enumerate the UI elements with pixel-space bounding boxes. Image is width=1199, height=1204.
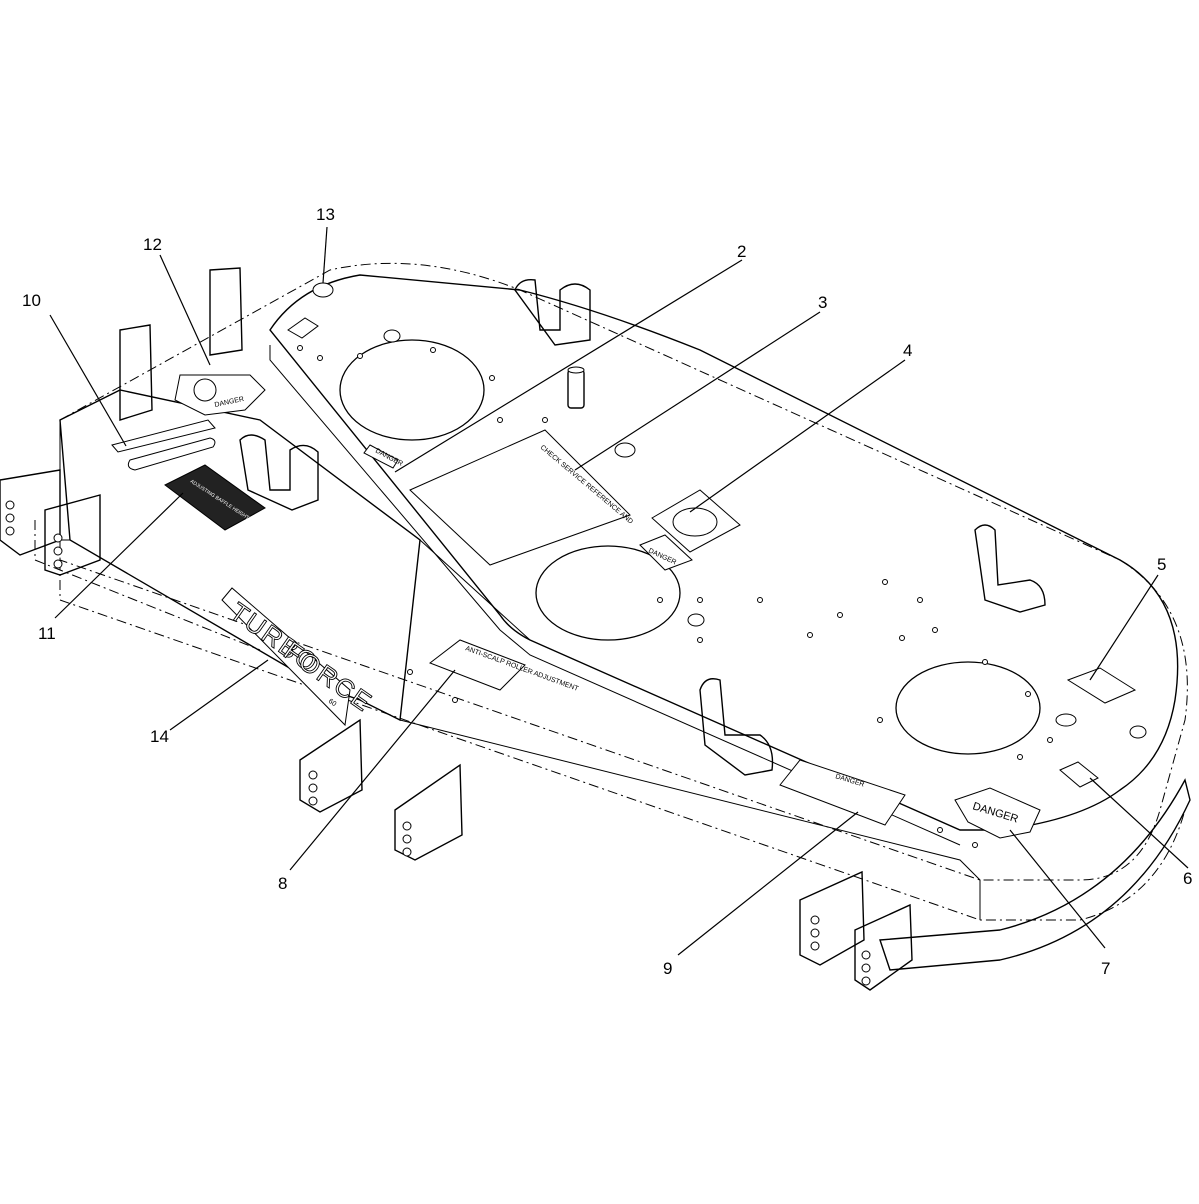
- callout-6: 6: [1183, 869, 1192, 888]
- leader-7: [1009, 829, 1106, 949]
- mounting-brackets: [0, 267, 1046, 991]
- callout-14: 14: [150, 727, 169, 746]
- leader-2: [394, 259, 743, 473]
- leader-10: [49, 314, 127, 447]
- belt-cover-decal: [174, 374, 266, 416]
- callout-4: 4: [903, 341, 912, 360]
- leader-4: [689, 359, 906, 513]
- callout-13: 13: [316, 205, 335, 224]
- leader-6: [1089, 777, 1189, 869]
- leader-14: [169, 659, 269, 731]
- callout-5: 5: [1157, 555, 1166, 574]
- leader-3: [574, 311, 821, 471]
- danger-center-decal: [639, 534, 693, 571]
- callout-3: 3: [818, 293, 827, 312]
- blade-hole-right: [895, 661, 1041, 755]
- blade-hole-left: [339, 339, 485, 441]
- danger-strip-decal: [363, 444, 399, 469]
- callout-numbers: 2 3 4 5 6 7 8 9 10 11 12 13 14: [22, 205, 1192, 978]
- callout-11: 11: [38, 624, 56, 643]
- danger-panel-decal: [779, 759, 906, 826]
- callout-2: 2: [737, 242, 746, 261]
- callout-10: 10: [22, 291, 41, 310]
- leader-5: [1089, 574, 1159, 681]
- leader-13: [322, 226, 328, 284]
- plate-holes: [297, 282, 1147, 848]
- leader-lines: [49, 226, 1189, 956]
- service-reference-decal: [409, 429, 631, 566]
- callout-12: 12: [143, 235, 162, 254]
- deck-skirt: [34, 262, 1188, 921]
- brand-decal: [221, 587, 351, 727]
- callout-8: 8: [278, 874, 287, 893]
- top-warning-tab: [287, 317, 319, 339]
- height-indicator-decal: [111, 419, 216, 453]
- leader-12: [159, 254, 211, 366]
- callout-7: 7: [1101, 959, 1110, 978]
- brand-size: 60: [327, 698, 337, 708]
- leader-11: [54, 492, 184, 619]
- blade-hole-center: [535, 545, 681, 641]
- height-adjustment-decal: [164, 464, 266, 531]
- right-baffle-decal: [1066, 667, 1137, 704]
- blade-openings: [339, 339, 1041, 755]
- danger-shield-decal: [954, 787, 1041, 839]
- leader-8: [289, 669, 456, 871]
- roller-adjustment-decal: [428, 639, 526, 691]
- leader-9: [677, 811, 859, 956]
- callout-9: 9: [663, 959, 672, 978]
- height-slot: [127, 437, 216, 471]
- front-right-decal: [1059, 761, 1099, 788]
